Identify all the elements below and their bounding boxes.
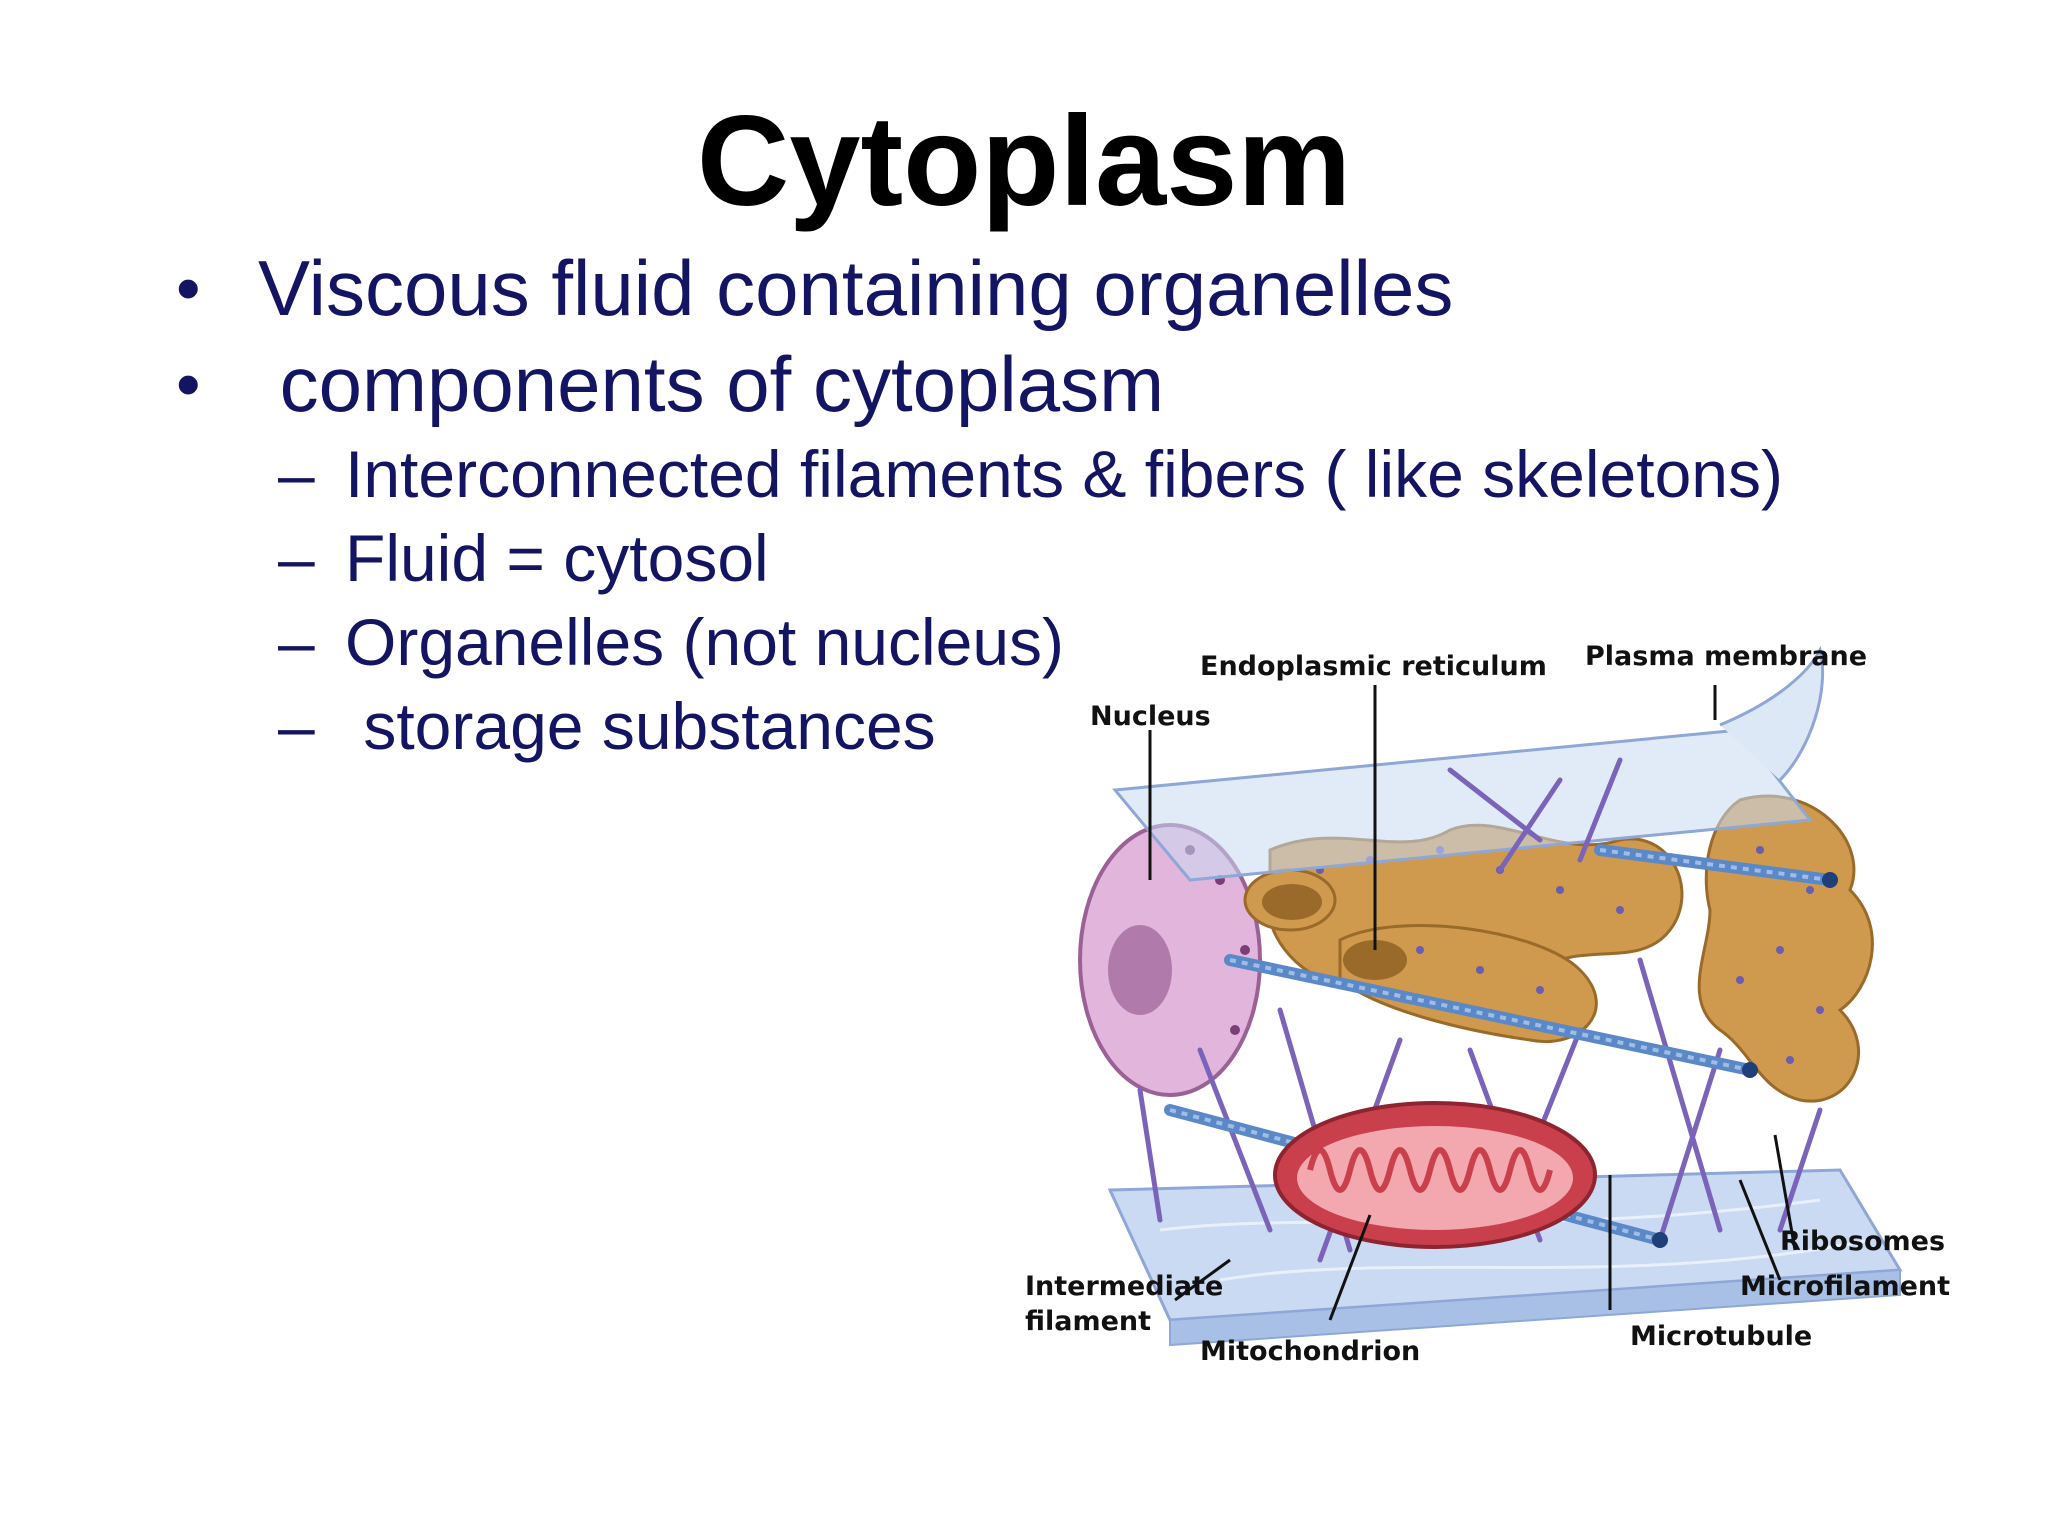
golgi-like-er [1697,794,1874,1103]
sub-bullet-item: – Fluid = cytosol [170,516,1970,600]
slide-title: Cytoplasm [696,90,1352,233]
label-intermediate-filament-line2: filament [1025,1306,1151,1337]
sub-bullet-item: – Organelles (not nucleus) [170,600,1970,684]
sub-bullet-item: – Interconnected filaments & fibers ( li… [170,432,1970,516]
leader-lines [1148,685,1797,1321]
bullet-text: components of cytoplasm [258,340,1165,428]
label-mitochondrion: Mitochondrion [1200,1336,1420,1367]
nucleolus [1108,925,1172,1015]
label-nucleus: Nucleus [1090,701,1211,732]
label-intermediate-filament: Intermediate [1025,1271,1223,1302]
cytoplasm-diagram: Endoplasmic reticulum Plasma membrane Nu… [1020,630,1990,1390]
sub-bullet-text: Organelles (not nucleus) [345,605,1065,679]
label-ribosomes: Ribosomes [1780,1226,1945,1257]
bullet-glyph: • [176,249,201,327]
microtubule-ends [1652,872,1838,1248]
top-membrane [1112,728,1813,882]
cytoplasm-illustration: Endoplasmic reticulum Plasma membrane Nu… [1025,641,1950,1367]
label-plasma-membrane: Plasma membrane [1585,641,1867,672]
dash-glyph: – [278,605,315,679]
dash-glyph: – [278,437,315,511]
er-tube-lumen [1262,884,1322,920]
dash-glyph: – [278,521,315,595]
bullet-item: • components of cytoplasm [170,336,1970,432]
plasma-membrane-curl [1719,645,1825,782]
bottom-membrane-edge [1169,1268,1901,1347]
sub-bullet-text: Fluid = cytosol [345,521,769,595]
bullet-item: • Viscous fluid containing organelles [170,240,1970,336]
bullet-list: • Viscous fluid containing organelles • … [170,240,1970,768]
label-endoplasmic-reticulum: Endoplasmic reticulum [1200,651,1547,682]
er-cylinder-lumen [1343,940,1407,980]
sub-bullet-text: Interconnected filaments & fibers ( like… [345,437,1783,511]
bullet-text: Viscous fluid containing organelles [258,244,1454,332]
sub-bullet-text: storage substances [345,689,936,763]
bullet-glyph: • [176,345,201,423]
cristae [1307,1147,1553,1193]
sub-bullet-item: – storage substances [170,684,1970,768]
label-microfilament: Microfilament [1740,1271,1950,1302]
dash-glyph: – [278,689,315,763]
label-microtubule: Microtubule [1630,1321,1812,1352]
